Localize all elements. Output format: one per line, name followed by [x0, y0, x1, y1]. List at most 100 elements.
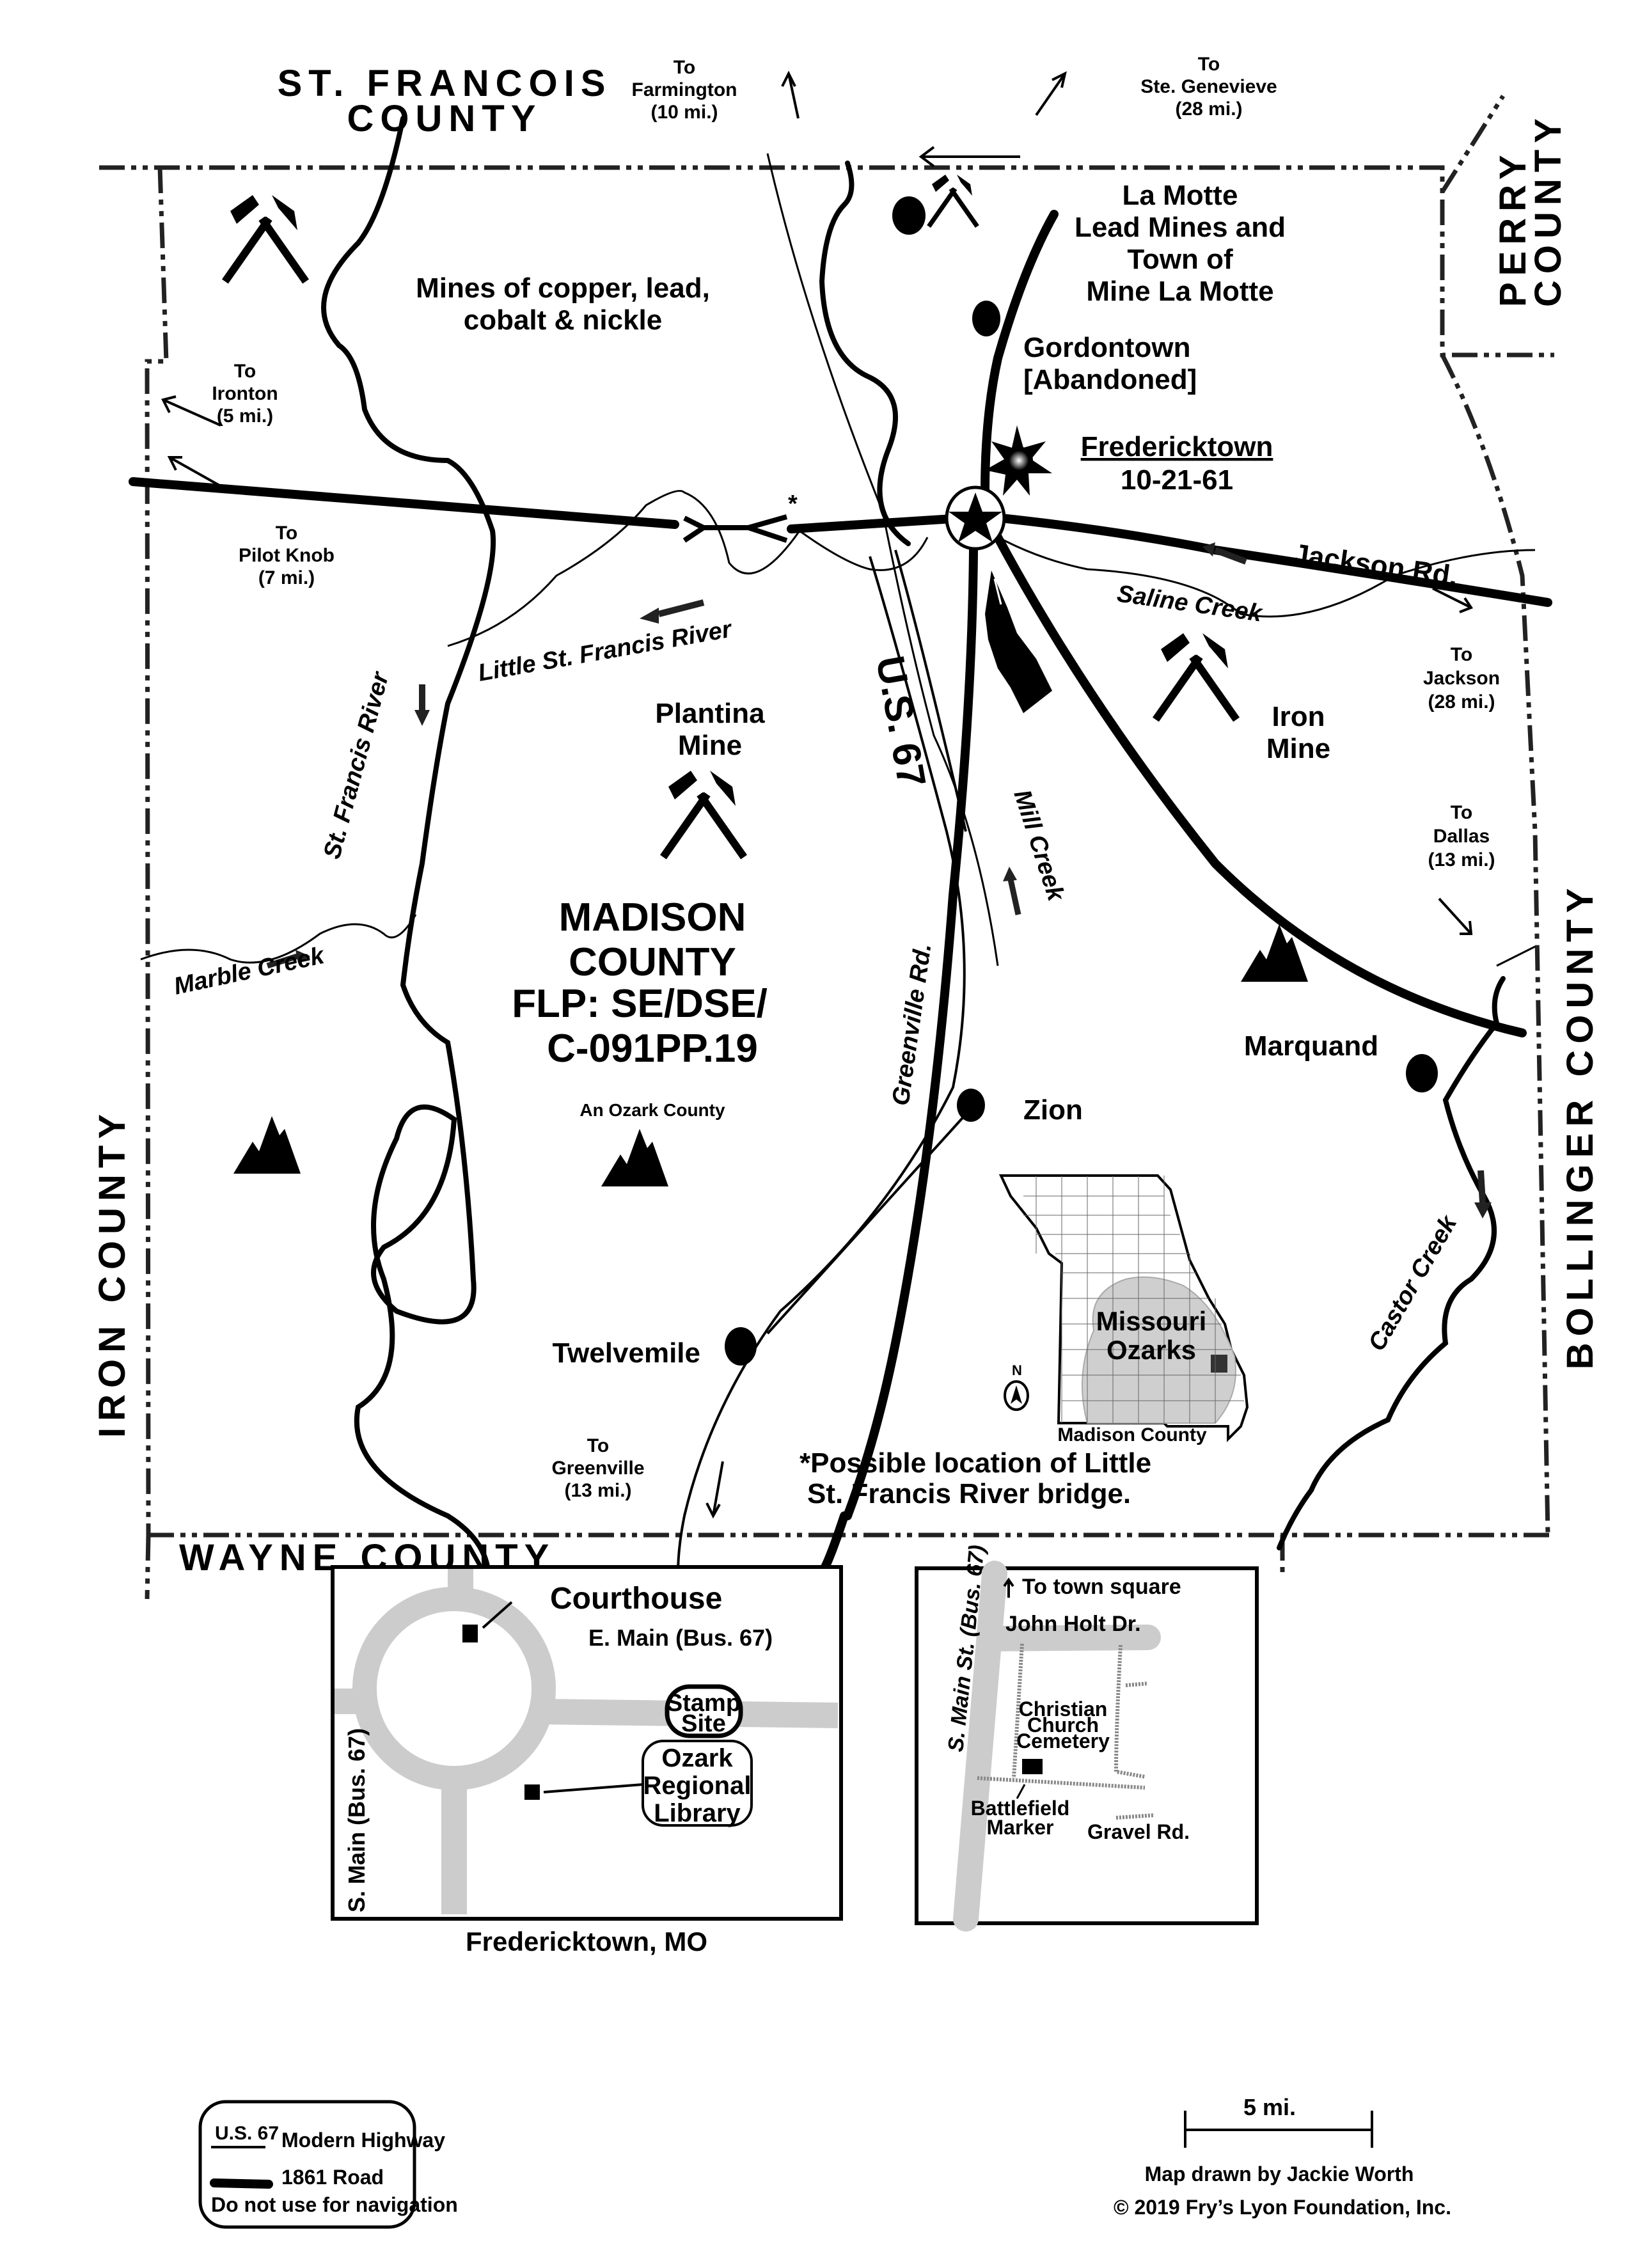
svg-text:[Abandoned]: [Abandoned]: [1023, 364, 1197, 395]
fredericktown-inset: Courthouse E. Main (Bus. 67) S. Main (Bu…: [331, 1565, 843, 1957]
svg-text:Mine La Motte: Mine La Motte: [1086, 276, 1273, 307]
svg-text:(10 mi.): (10 mi.): [650, 102, 718, 123]
svg-text:To: To: [587, 1435, 609, 1456]
mountain-icon: [601, 1129, 668, 1186]
zion-dot: [957, 1089, 985, 1122]
courthouse-label: Courthouse: [550, 1582, 722, 1616]
mines-label: Mines of copper, lead,: [416, 272, 710, 304]
fredericktown-inset-caption: Fredericktown, MO: [466, 1926, 707, 1957]
svg-text:St. Francis River: St. Francis River: [319, 668, 395, 862]
county-label-st-francois-2: COUNTY: [347, 98, 542, 139]
svg-text:Jackson: Jackson: [1423, 668, 1500, 689]
fredericktown-date: 10-21-61: [1121, 464, 1233, 496]
bridge-symbol: [682, 514, 788, 543]
svg-text:Modern Highway: Modern Highway: [281, 2129, 445, 2152]
roads: [129, 210, 1552, 1574]
battle-burst-icon: [985, 425, 1052, 496]
direction-labels: To Farmington (10 mi.) To Ste. Genevieve…: [212, 54, 1500, 1501]
svg-text:Site: Site: [681, 1710, 726, 1737]
courthouse-marker: [462, 1625, 478, 1642]
svg-text:Ironton: Ironton: [212, 383, 278, 404]
svg-text:(13 mi.): (13 mi.): [1428, 849, 1495, 870]
la-motte-dot: [892, 196, 926, 235]
gordontown-label: Gordontown: [1023, 332, 1191, 363]
bridge-note-2: St. Francis River bridge.: [807, 1478, 1131, 1509]
svg-text:Town of: Town of: [1127, 244, 1233, 275]
county-label-bollinger: BOLLINGER COUNTY: [1559, 882, 1601, 1370]
pointing-hand-icon: [985, 571, 1052, 713]
svg-text:(13 mi.): (13 mi.): [564, 1480, 631, 1501]
e-main-label: E. Main (Bus. 67): [588, 1625, 773, 1651]
svg-text:Ste. Genevieve: Ste. Genevieve: [1140, 76, 1277, 97]
arrow-to-ironton-icon: [161, 395, 221, 427]
county-label-st-francois-1: ST. FRANCOIS: [278, 63, 612, 104]
credits: Map drawn by Jackie Worth © 2019 Fry’s L…: [1114, 2162, 1451, 2219]
svg-text:To: To: [1451, 644, 1472, 665]
bridge-asterisk: *: [788, 491, 798, 517]
svg-text:Greenville: Greenville: [551, 1458, 644, 1479]
svg-text:1861 Road: 1861 Road: [281, 2166, 384, 2189]
county-label-perry-2: COUNTY: [1527, 112, 1569, 307]
svg-text:(5 mi.): (5 mi.): [217, 406, 273, 427]
la-motte-label: La Motte: [1123, 180, 1238, 211]
direction-arrows: [161, 70, 1492, 1519]
mine-icon-la-motte: [927, 175, 979, 228]
iron-mine-label: Iron: [1272, 701, 1325, 732]
arrow-to-ste-genevieve-icon: [1035, 71, 1067, 116]
svg-text:Lead Mines and: Lead Mines and: [1075, 212, 1286, 243]
arrow-to-jackson-icon: [1432, 587, 1474, 613]
svg-text:Regional: Regional: [643, 1772, 752, 1800]
marquand-dot: [1406, 1054, 1438, 1092]
svg-text:Do not use for navigation: Do not use for navigation: [211, 2193, 458, 2216]
place-labels: Mines of copper, lead, cobalt & nickle L…: [416, 180, 1460, 1369]
madison-county-label: MADISON COUNTY FLP: SE/DSE/ C-091PP.19 A…: [512, 895, 768, 1120]
mine-icon-iron: [1152, 633, 1240, 722]
county-labels: ST. FRANCOIS COUNTY PERRY COUNTY IRON CO…: [91, 63, 1601, 1579]
flow-arrow-icon: [658, 599, 705, 617]
svg-text:Library: Library: [654, 1799, 741, 1827]
jackson-rd-label: Jackson Rd.: [1291, 538, 1460, 592]
svg-text:(7 mi.): (7 mi.): [258, 567, 315, 588]
marquand-label: Marquand: [1244, 1030, 1378, 1062]
mine-icon-plantina: [659, 771, 748, 860]
svg-text:FLP: SE/DSE/: FLP: SE/DSE/: [512, 982, 768, 1026]
county-label-perry-1: PERRY: [1492, 148, 1534, 307]
svg-text:Pilot Knob: Pilot Knob: [239, 545, 335, 566]
bridge-note-1: *Possible location of Little: [800, 1447, 1151, 1479]
stamp-site-box: [665, 1684, 743, 1738]
missouri-inset-map: Missouri Ozarks Madison County N: [998, 1174, 1249, 1445]
arrow-to-dallas-icon: [1438, 897, 1473, 935]
rivers: [140, 116, 1536, 1602]
library-marker: [524, 1784, 540, 1800]
svg-text:Marker: Marker: [987, 1816, 1054, 1839]
svg-text:COUNTY: COUNTY: [569, 940, 736, 984]
twelvemile-label: Twelvemile: [552, 1337, 700, 1369]
svg-text:An Ozark County: An Ozark County: [579, 1100, 725, 1120]
svg-text:Mill Creek: Mill Creek: [1008, 787, 1069, 905]
svg-text:Little St. Francis River: Little St. Francis River: [476, 615, 735, 686]
legend-hwy-sample: U.S. 67: [215, 2123, 279, 2144]
svg-text:MADISON: MADISON: [559, 895, 746, 940]
arrow-to-la-motte-icon: [918, 146, 1020, 168]
greenville-rd-label: Greenville Rd.: [887, 941, 936, 1107]
svg-text:C-091PP.19: C-091PP.19: [547, 1027, 758, 1071]
mountain-icon: [233, 1116, 301, 1174]
north-arrow-icon: [1004, 1380, 1029, 1411]
twelvemile-dot: [725, 1327, 757, 1366]
svg-text:Ozark: Ozark: [661, 1744, 733, 1772]
zion-label: Zion: [1023, 1094, 1083, 1126]
svg-text:Ozarks: Ozarks: [1107, 1335, 1196, 1365]
svg-text:Stamp: Stamp: [666, 1690, 741, 1717]
svg-text:(28 mi.): (28 mi.): [1175, 98, 1242, 120]
svg-text:Christian: Christian: [1019, 1697, 1108, 1721]
library-box: [642, 1740, 753, 1827]
scale-bar: 5 mi.: [1184, 2094, 1373, 2148]
svg-text:N: N: [1012, 1362, 1022, 1378]
battlefield-marker: [1022, 1759, 1043, 1774]
svg-text:Farmington: Farmington: [632, 79, 737, 100]
svg-text:Madison County: Madison County: [1057, 1424, 1207, 1445]
svg-text:Gravel Rd.: Gravel Rd.: [1087, 1820, 1190, 1843]
svg-text:(28 mi.): (28 mi.): [1428, 691, 1495, 713]
svg-text:To: To: [276, 523, 297, 544]
